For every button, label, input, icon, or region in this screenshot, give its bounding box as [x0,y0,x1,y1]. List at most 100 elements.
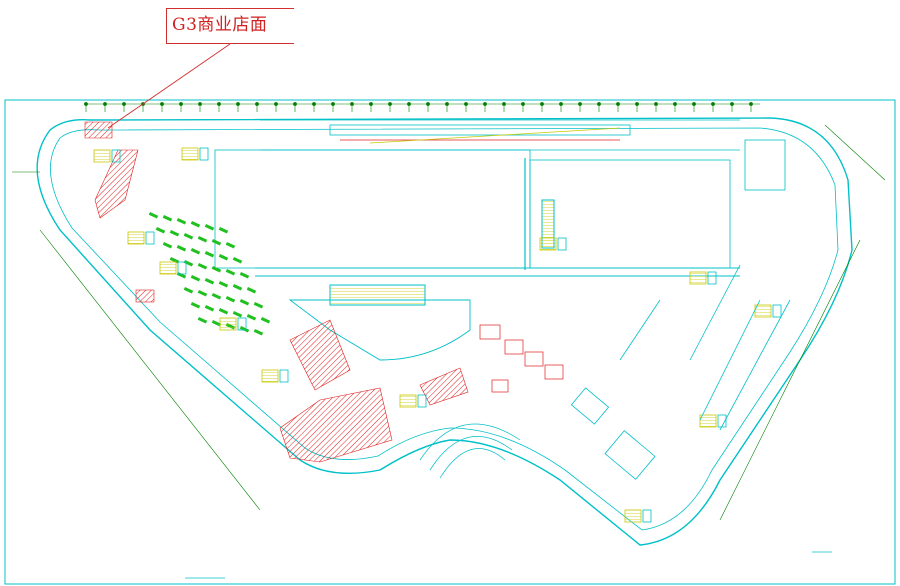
parking-stall [176,217,187,225]
parking-stall [155,227,166,234]
east-hall [529,159,731,269]
parking-stall [253,328,264,336]
grid-bubble [388,102,392,112]
grid-bubble [540,102,544,112]
grid-bubble [521,102,525,112]
parking-stall [211,320,222,327]
parking-stall [211,293,222,300]
parking-stall [211,266,222,273]
drawing-frame [4,99,896,585]
parking-stall [232,257,243,264]
parking-stall [218,254,229,261]
stair-core [754,304,782,318]
parking-stall [204,250,215,258]
stair-core [539,237,567,251]
parking-stall [176,244,187,252]
parking-stall [218,308,229,315]
central-plaza [288,299,471,361]
shop-hatch-1 [84,121,113,139]
parking-stall [183,259,194,267]
parking-stall [162,215,173,222]
parking-stall [197,235,208,243]
stair-core [624,509,652,523]
grid-bubble [255,102,259,112]
parking-stall [225,296,236,303]
south-arc [419,423,521,479]
parking-stall [211,239,222,246]
parking-stall [190,301,201,309]
parking-stall [183,232,194,240]
circulation-cores [93,147,782,523]
grid-bubble [426,102,430,112]
parking-stall [183,287,194,294]
callout-box [166,8,294,44]
grid-bubble [673,102,677,112]
building-outline-inner [50,127,839,531]
grid-bubble [350,102,354,112]
east-grid-axis [719,124,886,521]
stair-core [159,261,187,275]
east-wing [570,139,791,480]
parking-stall [253,301,264,309]
main-hall [214,149,531,269]
parking-stall [197,290,208,297]
parking-stall [232,311,243,318]
shop-hatch-4 [279,387,393,463]
grid-bubble [103,102,107,112]
parking-stall [218,227,229,234]
grid-bubble [369,102,373,112]
parking-stall [225,269,236,276]
grid-bubble [711,102,715,112]
grid-bubble [312,102,316,112]
grid-bubble [236,102,240,112]
callout-label: G3商业店面 [172,15,268,35]
grid-bubble [578,102,582,112]
parking-stall [232,284,243,291]
stair-core [699,414,727,428]
grid-bubble [654,102,658,112]
shop-hatch-5 [419,367,469,406]
parking-stall [225,242,236,249]
parking-stall [204,277,215,285]
grid-bubble [179,102,183,112]
stair-core [93,149,121,163]
grid-bubble [730,102,734,112]
grid-bubble [616,102,620,112]
grid-bubble [198,102,202,112]
grid-bubble [293,102,297,112]
parking-stall [239,272,250,279]
grid-bubble [635,102,639,112]
parking-stall [204,304,215,312]
parking-stall [197,317,208,324]
parking-stall [197,262,208,270]
shop-cluster [479,324,564,393]
grid-bubble [160,102,164,112]
grid-bubble [84,102,88,112]
parking-stalls [148,212,271,336]
shop-hatch-2 [94,149,139,219]
parking-stall [169,230,180,237]
parking-stall [218,281,229,288]
parking-stall [162,242,173,249]
parking-stall [239,326,250,333]
grid-bubble [692,102,696,112]
stair-core [127,231,155,245]
stair-core [181,147,209,161]
parking-stall [239,299,250,306]
grid-bubble [331,102,335,112]
grid-bubble [407,102,411,112]
stair-core [219,317,247,331]
shop-hatch-3 [289,319,351,391]
parking-stall [190,247,201,255]
grid-bubble [559,102,563,112]
grid-bubble [464,102,468,112]
stair-core [689,271,717,285]
parking-stall [190,220,201,228]
grid-bubble [597,102,601,112]
parking-stall [169,257,180,264]
grid-bubble [749,102,753,112]
north-strip [260,119,740,151]
grid-bubble [217,102,221,112]
parking-stall [190,274,201,282]
